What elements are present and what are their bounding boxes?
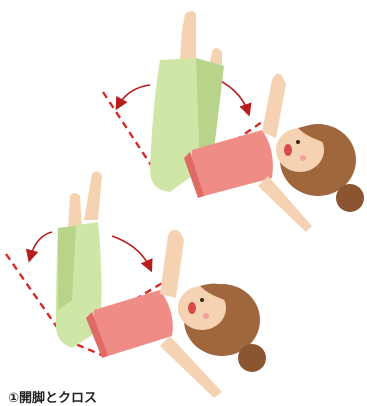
arm-up-top <box>262 74 286 138</box>
arrow-left-top <box>118 85 150 106</box>
figure-bottom-crossed-legs <box>6 171 266 398</box>
arrow-left-bottom <box>30 232 52 258</box>
arrow-right-bottom <box>112 236 150 268</box>
eye-bottom <box>200 298 204 302</box>
arm-up-bottom <box>160 230 184 298</box>
cheek-bottom <box>203 313 209 319</box>
mouth-bottom <box>188 302 196 314</box>
hair-bun-top <box>336 184 364 212</box>
eye-top <box>296 140 300 144</box>
mouth-top <box>284 144 292 156</box>
hair-bun-bottom <box>238 344 266 372</box>
figure-top-spread-legs <box>103 11 364 232</box>
left-foot-top <box>180 11 196 60</box>
caption-text: ①開脚とクロス <box>8 387 97 406</box>
cheek-top <box>300 155 306 161</box>
right-foot-bottom <box>84 171 102 220</box>
